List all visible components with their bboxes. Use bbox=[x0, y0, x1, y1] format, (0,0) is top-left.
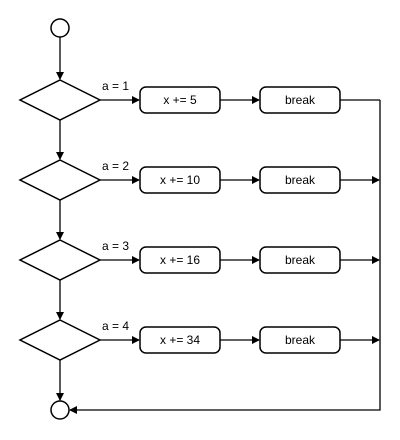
default-arrowhead-4 bbox=[56, 393, 64, 401]
condition-arrowhead-4 bbox=[132, 336, 140, 344]
condition-label-4: a = 4 bbox=[102, 319, 129, 333]
condition-arrowhead-3 bbox=[132, 256, 140, 264]
condition-label-1: a = 1 bbox=[102, 79, 129, 93]
action-arrowhead-1 bbox=[252, 96, 260, 104]
start-connector-arrowhead bbox=[56, 72, 64, 80]
action-text-2: x += 10 bbox=[160, 173, 200, 187]
decision-diamond-2 bbox=[18, 159, 102, 201]
start-node bbox=[50, 18, 70, 38]
break-text-2: break bbox=[285, 173, 316, 187]
break-arrowhead-3 bbox=[372, 256, 380, 264]
condition-label-3: a = 3 bbox=[102, 239, 129, 253]
break-text-1: break bbox=[285, 93, 316, 107]
end-node bbox=[50, 400, 70, 420]
action-text-3: x += 16 bbox=[160, 253, 200, 267]
decision-diamond-3 bbox=[18, 239, 102, 281]
merge-bus-line bbox=[70, 100, 381, 411]
condition-arrowhead-1 bbox=[132, 96, 140, 104]
action-arrowhead-3 bbox=[252, 256, 260, 264]
break-text-3: break bbox=[285, 253, 316, 267]
decision-diamond-1 bbox=[18, 79, 102, 121]
action-text-4: x += 34 bbox=[160, 333, 200, 347]
action-arrowhead-4 bbox=[252, 336, 260, 344]
merge-arrowhead bbox=[69, 406, 77, 414]
default-arrowhead-1 bbox=[56, 152, 64, 160]
action-text-1: x += 5 bbox=[163, 93, 197, 107]
condition-label-2: a = 2 bbox=[102, 159, 129, 173]
default-arrowhead-3 bbox=[56, 312, 64, 320]
action-arrowhead-2 bbox=[252, 176, 260, 184]
break-arrowhead-4 bbox=[372, 336, 380, 344]
default-arrowhead-2 bbox=[56, 232, 64, 240]
break-arrowhead-2 bbox=[372, 176, 380, 184]
decision-diamond-4 bbox=[18, 319, 102, 361]
break-text-4: break bbox=[285, 333, 316, 347]
condition-arrowhead-2 bbox=[132, 176, 140, 184]
